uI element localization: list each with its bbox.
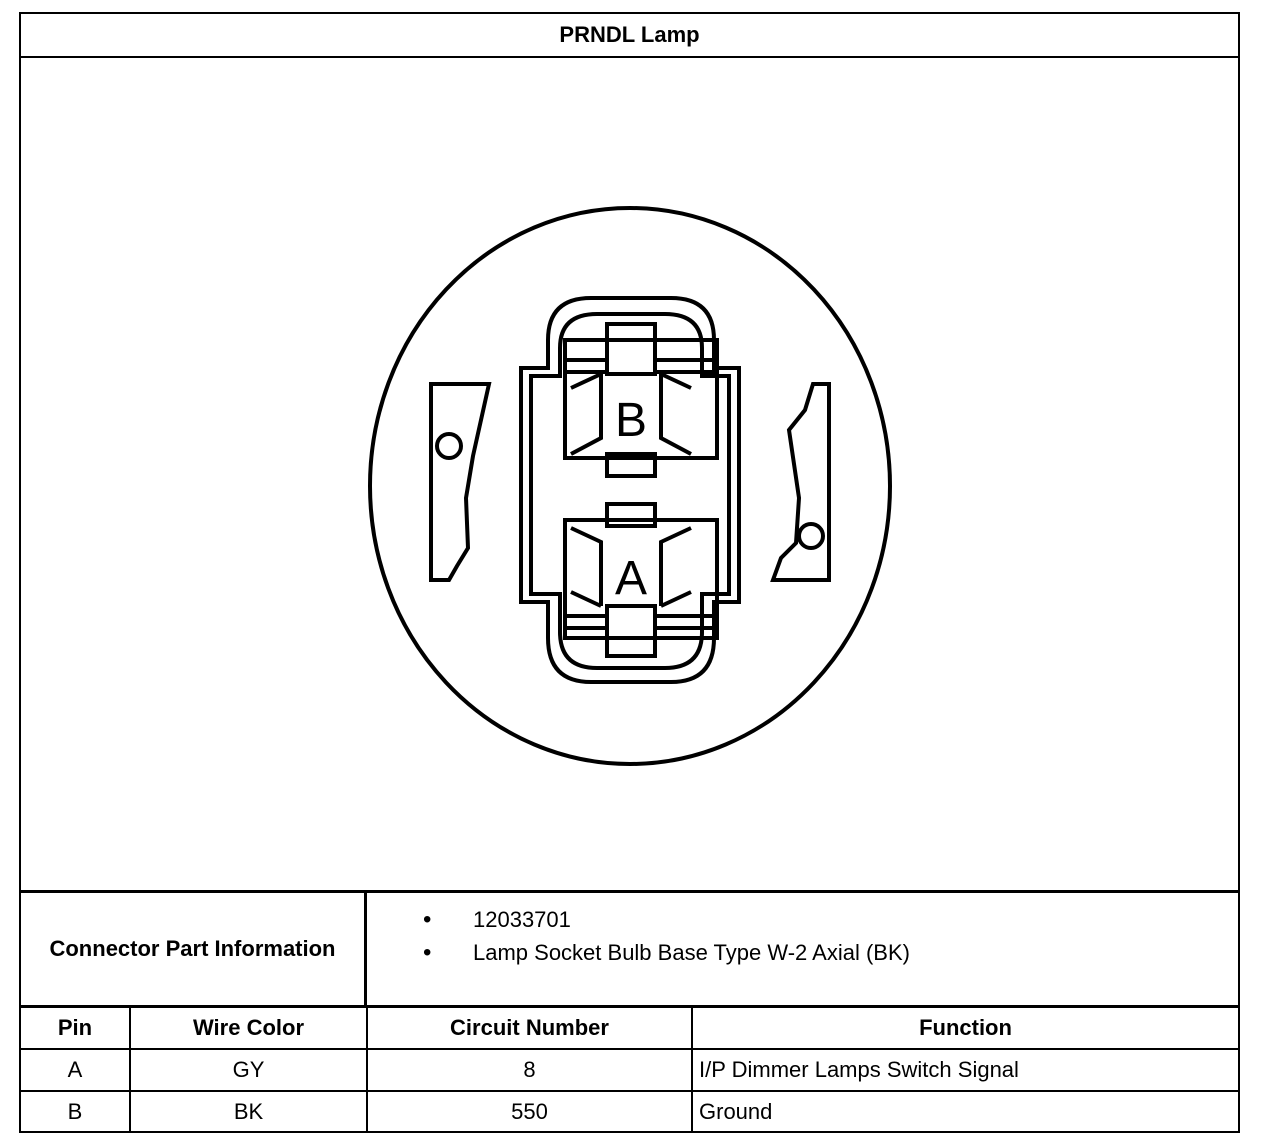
cavity-b-latch [605, 322, 657, 376]
cavity-a-contacts [570, 526, 692, 608]
function-cell: I/P Dimmer Lamps Switch Signal [692, 1049, 1238, 1092]
connector-diagram: B A [21, 58, 1238, 890]
right-retaining-clip [770, 382, 831, 582]
cavity-a-label: A [615, 552, 647, 605]
page-title: PRNDL Lamp [21, 14, 1238, 58]
header-wire-color: Wire Color [130, 1008, 368, 1050]
connector-face-drawing: B A [368, 206, 892, 766]
cavity-b-lock [605, 452, 657, 478]
cavity-a-latch [605, 604, 657, 658]
pin-cell: A [21, 1049, 131, 1092]
left-clip-hole [435, 432, 463, 460]
left-retaining-clip [429, 382, 492, 582]
cavity-b-rails [565, 358, 717, 374]
connector-housing [519, 296, 741, 684]
cavity-a [563, 518, 719, 640]
cavity-a-rails [565, 614, 717, 630]
table-row: A GY 8 I/P Dimmer Lamps Switch Signal [21, 1049, 1238, 1092]
wire-color-cell: BK [130, 1091, 368, 1132]
connector-info-label: Connector Part Information [21, 893, 367, 1005]
pin-table: Pin Wire Color Circuit Number Function A… [21, 1008, 1238, 1132]
pin-cell: B [21, 1091, 131, 1132]
cavity-b-label: B [615, 394, 647, 447]
cavity-a-lock [605, 502, 657, 528]
function-cell: Ground [699, 1099, 773, 1124]
header-circuit-number: Circuit Number [367, 1008, 693, 1050]
connector-end-view-frame: PRNDL Lamp [19, 12, 1240, 1133]
cavity-b-contacts [570, 372, 692, 456]
wire-color-cell: GY [130, 1049, 368, 1092]
connector-part-number: 12033701 [367, 903, 1238, 936]
connector-info-list: 12033701 Lamp Socket Bulb Base Type W-2 … [367, 893, 1238, 1015]
header-function: Function [692, 1008, 1238, 1050]
cavity-b [563, 338, 719, 460]
connector-part-information: Connector Part Information 12033701 Lamp… [21, 890, 1238, 1008]
header-pin: Pin [21, 1008, 131, 1050]
connector-description: Lamp Socket Bulb Base Type W-2 Axial (BK… [367, 936, 1238, 969]
table-row: B BK 550 Ground [21, 1091, 1238, 1132]
pin-table-header: Pin Wire Color Circuit Number Function [21, 1008, 1238, 1050]
circuit-number-cell: 550 [367, 1091, 693, 1132]
circuit-number-cell: 8 [367, 1049, 693, 1092]
right-clip-hole [797, 522, 825, 550]
connector-housing-inner [529, 312, 731, 670]
socket-outline [368, 206, 892, 766]
